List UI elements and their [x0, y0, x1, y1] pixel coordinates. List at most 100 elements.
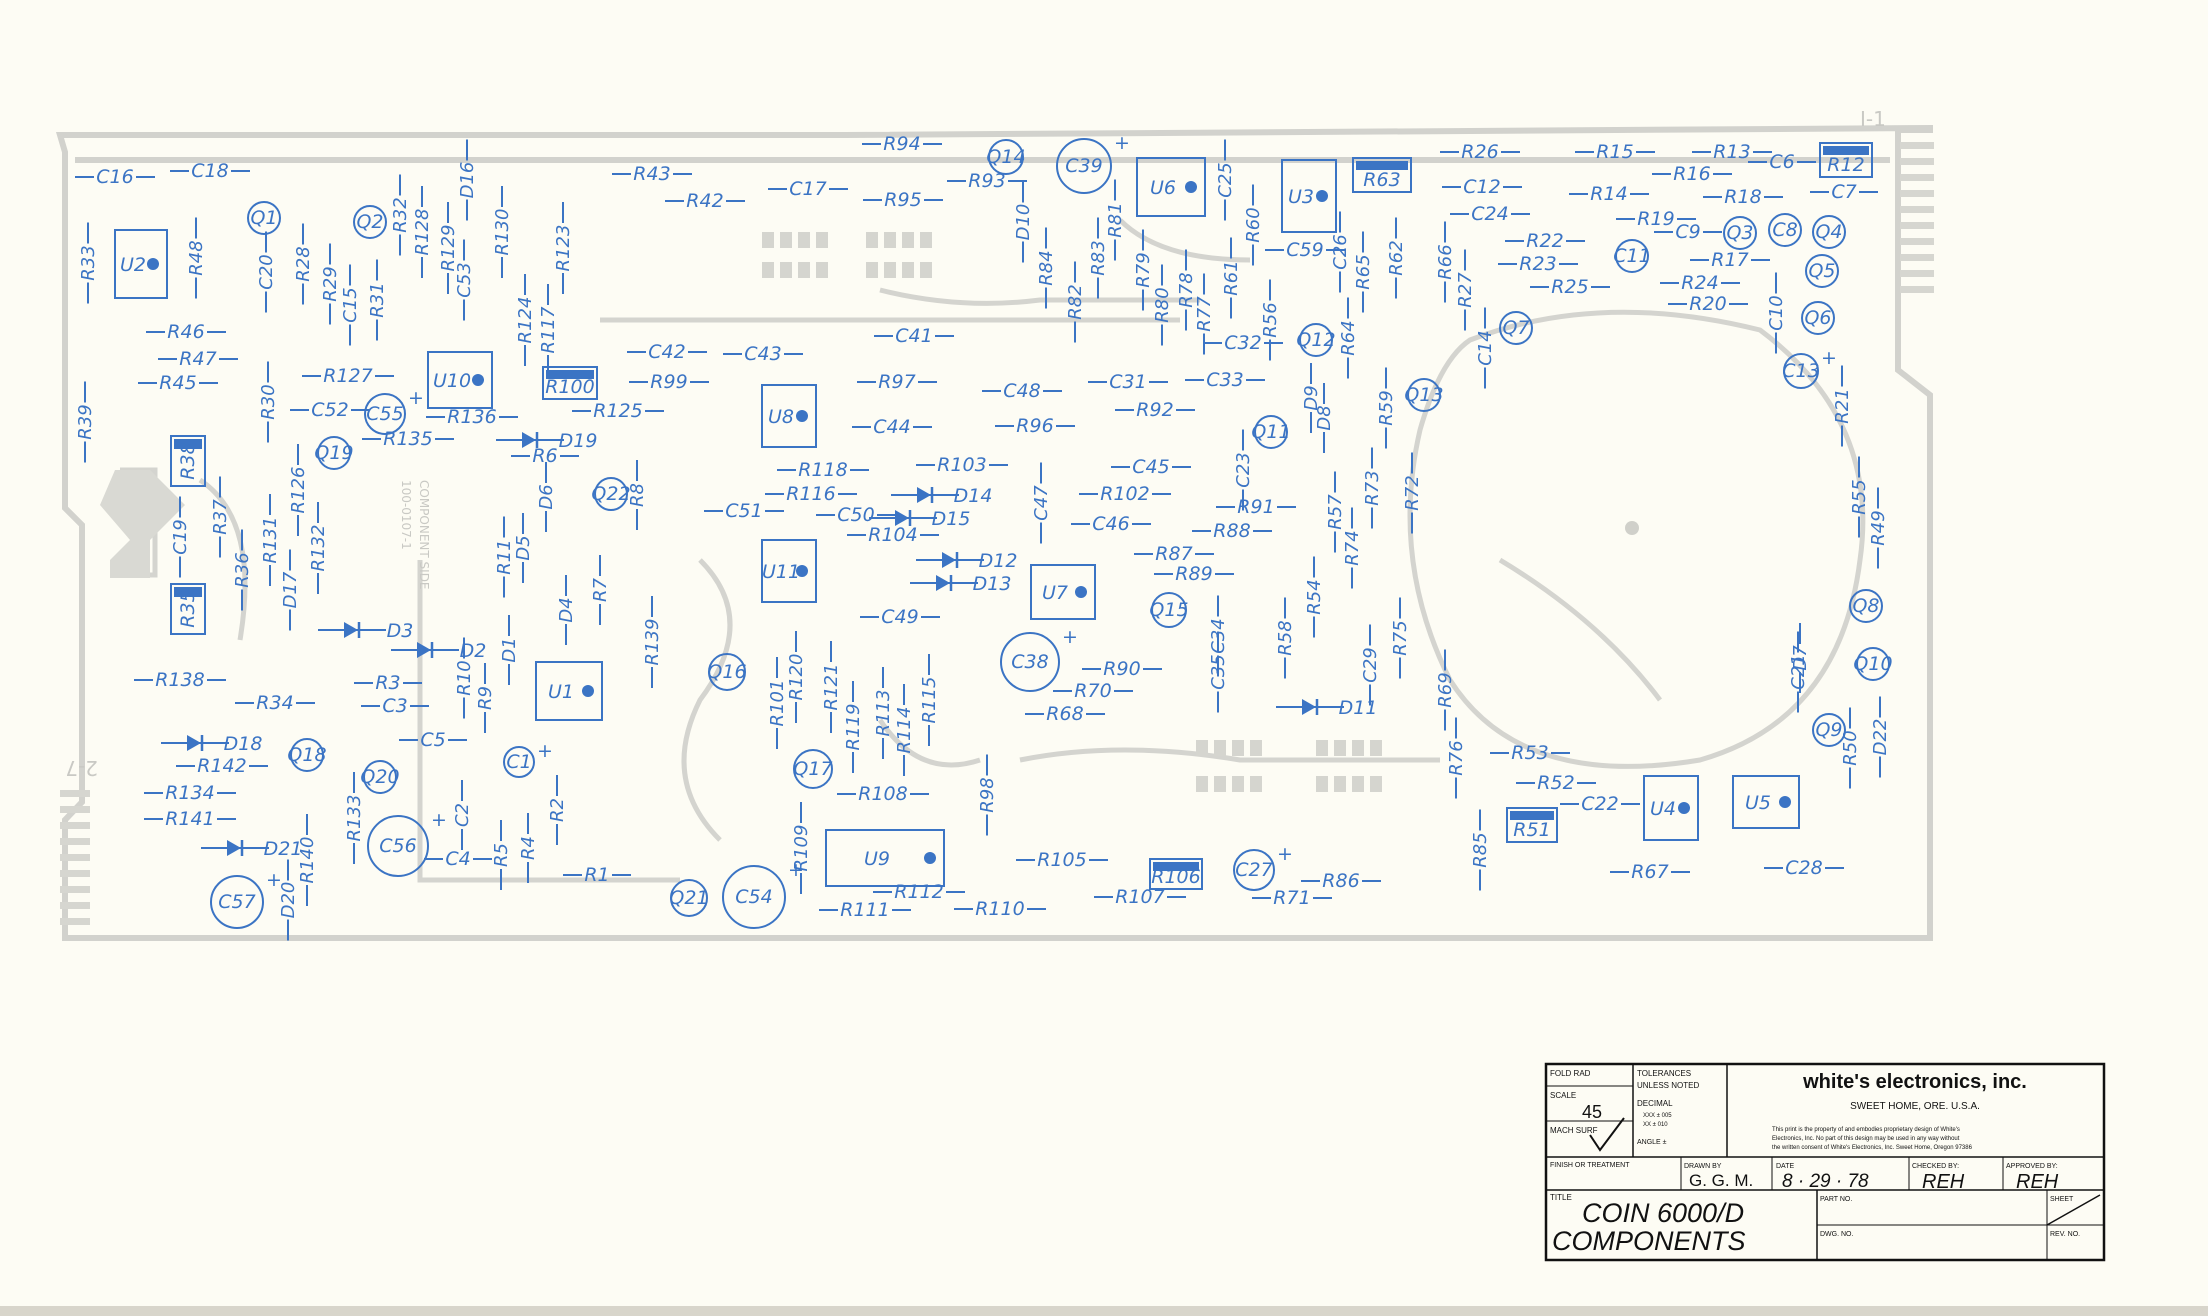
component-label-r67: R67 [1631, 861, 1668, 883]
component-label-r52: R52 [1537, 772, 1574, 794]
component-label-c4: C4 [445, 848, 470, 870]
ic-outline-u6 [1136, 157, 1206, 217]
component-label-r89: R89 [1175, 563, 1212, 585]
component-label-r53: R53 [1511, 742, 1548, 764]
component-label-r9: R9 [475, 686, 496, 710]
polarity-plus-icon: + [1114, 132, 1130, 154]
component-label-c2: C2 [452, 803, 473, 827]
edge-connector-left [60, 790, 90, 925]
diode-symbol-icon [496, 432, 564, 448]
polarity-plus-icon: + [266, 869, 282, 891]
component-label-r118: R118 [798, 459, 847, 481]
component-label-c9: C9 [1675, 221, 1700, 243]
component-label-r120: R120 [786, 654, 807, 701]
component-label-d18: D18 [224, 733, 263, 755]
component-label-q3: Q3 [1726, 222, 1753, 244]
component-outline-c55 [364, 393, 406, 435]
component-label-c8: C8 [1772, 219, 1797, 241]
component-label-r129: R129 [438, 225, 459, 272]
component-label-r97: R97 [878, 371, 915, 393]
component-label-c18: C18 [191, 160, 228, 182]
resistor-fill [174, 587, 202, 597]
drawing-title-line-2: COMPONENTS [1552, 1226, 1746, 1256]
component-label-r79: R79 [1133, 252, 1154, 287]
resistor-block-r51 [1506, 807, 1558, 843]
resistor-fill [546, 370, 594, 379]
component-label-c5: C5 [420, 729, 445, 751]
ic-outline-u2 [114, 229, 168, 299]
component-label-r116: R116 [786, 483, 835, 505]
component-label-q14: Q14 [986, 146, 1025, 168]
resistor-fill [1153, 862, 1199, 871]
component-label-r33: R33 [78, 245, 99, 280]
component-label-r101: R101 [767, 680, 788, 727]
component-label-c50: C50 [837, 504, 874, 526]
component-label-d11: D11 [1339, 697, 1378, 719]
component-label-r49: R49 [1868, 510, 1889, 545]
resistor-fill [1510, 811, 1554, 820]
drawn-by-label: DRAWN BY [1684, 1163, 1722, 1170]
component-label-c57: C57 [218, 891, 255, 913]
component-label-r115: R115 [919, 677, 940, 724]
component-label-r107: R107 [1115, 886, 1164, 908]
component-label-r3: R3 [375, 672, 400, 694]
component-label-r18: R18 [1724, 186, 1761, 208]
component-outline-q16 [708, 653, 746, 691]
component-label-r139: R139 [642, 619, 663, 666]
component-label-r94: R94 [883, 133, 920, 155]
component-label-r112: R112 [894, 881, 943, 903]
component-label-c35: C35 [1208, 654, 1229, 689]
component-outline-q20 [363, 760, 397, 794]
component-label-d22: D22 [1870, 719, 1891, 756]
component-label-q13: Q13 [1404, 384, 1443, 406]
pin1-dot-icon [924, 852, 936, 864]
component-label-d6: D6 [536, 484, 557, 509]
component-label-u9: U9 [864, 848, 890, 870]
pin1-dot-icon [796, 565, 808, 577]
component-label-d8: D8 [1314, 405, 1335, 430]
component-label-r56: R56 [1260, 302, 1281, 337]
coil-center-mark [1625, 521, 1639, 535]
decimal-line-1: XXX ± 005 [1643, 1113, 1672, 1119]
component-label-r93: R93 [968, 170, 1005, 192]
component-label-r109: R109 [791, 825, 812, 872]
diode-symbol-icon [1276, 699, 1344, 715]
component-label-r80: R80 [1152, 287, 1173, 322]
component-label-d13: D13 [973, 573, 1012, 595]
polarity-plus-icon: + [431, 809, 447, 831]
component-label-r20: R20 [1689, 293, 1726, 315]
component-label-r61: R61 [1221, 260, 1242, 295]
component-label-c38: C38 [1011, 651, 1048, 673]
component-leads [75, 139, 1881, 941]
checked-by-label: CHECKED BY: [1912, 1163, 1959, 1170]
component-label-r24: R24 [1681, 272, 1718, 294]
diode-symbol-icon [161, 735, 229, 751]
component-label-q16: Q16 [707, 661, 746, 683]
component-label-r26: R26 [1461, 141, 1498, 163]
component-outline-q10 [1856, 647, 1890, 681]
sheet-label: SHEET [2050, 1196, 2074, 1203]
component-label-r10: R10 [454, 660, 475, 695]
component-label-r39: R39 [75, 404, 96, 439]
component-label-r117: R117 [538, 306, 559, 353]
polarity-plus-icon: + [1277, 843, 1293, 865]
component-label-r45: R45 [159, 372, 196, 394]
component-label-r55: R55 [1849, 479, 1870, 514]
diode-symbol-icon [910, 575, 978, 591]
date-value: 8 · 29 · 78 [1782, 1171, 1869, 1192]
resistor-block-r38 [170, 435, 206, 487]
diode-symbol-icon [891, 487, 959, 503]
pcb-board-outline [55, 124, 1933, 941]
component-label-q11: Q11 [1251, 421, 1290, 443]
component-label-r124: R124 [515, 297, 536, 344]
component-label-r127: R127 [323, 365, 372, 387]
component-label-r108: R108 [858, 783, 907, 805]
ic-outline-u4 [1643, 775, 1699, 841]
component-label-u11: U11 [762, 561, 800, 583]
component-label-r142: R142 [197, 755, 246, 777]
component-outline-q11 [1254, 415, 1288, 449]
board-side-text-2: COMPONENT SIDE [417, 480, 431, 590]
component-label-d17: D17 [280, 571, 301, 608]
component-label-c55: C55 [366, 403, 403, 425]
component-label-c19: C19 [170, 519, 191, 554]
